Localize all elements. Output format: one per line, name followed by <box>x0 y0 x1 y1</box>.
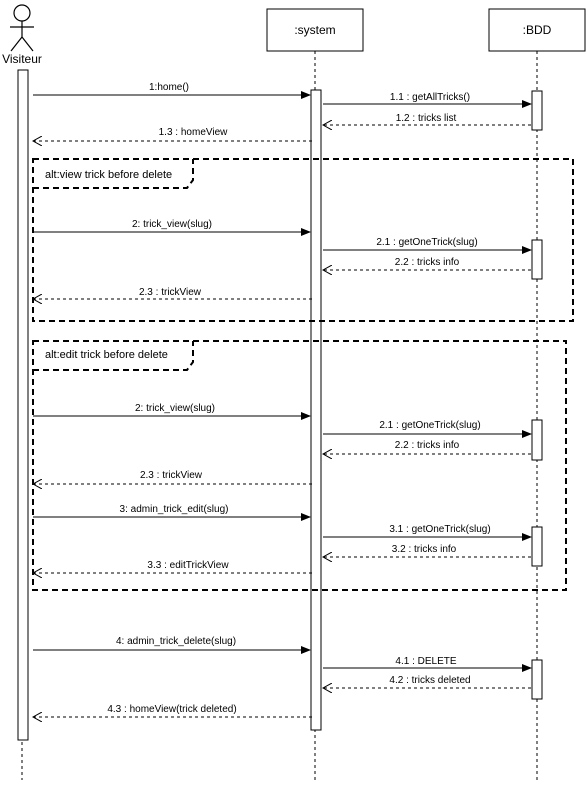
activation-bdd-3 <box>531 419 543 461</box>
activation-system <box>310 89 322 731</box>
participant-bdd: :BDD <box>488 8 586 52</box>
activation-bdd-4 <box>531 526 543 567</box>
svg-text:1:home(): 1:home() <box>149 82 189 93</box>
svg-text:3: admin_trick_edit(slug): 3: admin_trick_edit(slug) <box>120 504 229 515</box>
message-3-1-getonetrick: 3.1 : getOneTrick(slug) <box>323 524 532 541</box>
actor-label: Visiteur <box>2 52 42 66</box>
frame-alt-view: alt:view trick before delete <box>32 158 574 322</box>
svg-text:1.1 : getAllTricks(): 1.1 : getAllTricks() <box>390 92 470 103</box>
svg-text:4.1 : DELETE: 4.1 : DELETE <box>395 656 456 667</box>
message-2-1-getonetrick: 2.1 : getOneTrick(slug) <box>323 237 532 254</box>
message-1-1-getalltricks: 1.1 : getAllTricks() <box>323 92 532 108</box>
frame-edit-label: alt:edit trick before delete <box>45 349 168 361</box>
svg-text:3.1 : getOneTrick(slug): 3.1 : getOneTrick(slug) <box>389 524 490 535</box>
svg-text:4.2 : tricks deleted: 4.2 : tricks deleted <box>389 675 470 686</box>
message-1-home: 1:home() <box>33 82 311 99</box>
svg-text:2.3 : trickView: 2.3 : trickView <box>139 287 202 298</box>
svg-text:2.1 : getOneTrick(slug): 2.1 : getOneTrick(slug) <box>379 420 480 431</box>
svg-text:2: trick_view(slug): 2: trick_view(slug) <box>132 219 212 230</box>
message-2b-1-getonetrick: 2.1 : getOneTrick(slug) <box>323 420 532 438</box>
svg-text:1.2 : tricks list: 1.2 : tricks list <box>396 113 457 124</box>
frame-view-label: alt:view trick before delete <box>45 169 172 181</box>
svg-text:3.2 : tricks info: 3.2 : tricks info <box>392 544 457 555</box>
message-3-3-edittrickview: 3.3 : editTrickView <box>33 560 312 573</box>
svg-text:2.2 : tricks info: 2.2 : tricks info <box>395 440 460 451</box>
message-2b-trick-view: 2: trick_view(slug) <box>33 403 311 420</box>
message-2-3-trickview: 2.3 : trickView <box>33 287 312 299</box>
message-4-admin-trick-delete: 4: admin_trick_delete(slug) <box>33 636 311 654</box>
message-2-2-tricks-info: 2.2 : tricks info <box>323 257 531 270</box>
activation-visiteur <box>17 69 29 741</box>
svg-text:2.1 : getOneTrick(slug): 2.1 : getOneTrick(slug) <box>376 237 477 248</box>
svg-text:3.3 : editTrickView: 3.3 : editTrickView <box>147 560 229 571</box>
svg-text:2.2 : tricks info: 2.2 : tricks info <box>395 257 460 268</box>
activation-bdd-5 <box>531 659 543 700</box>
message-4-1-delete: 4.1 : DELETE <box>323 656 532 672</box>
message-3-2-tricks-info: 3.2 : tricks info <box>323 544 531 557</box>
activation-bdd-1 <box>531 90 543 131</box>
message-2b-2-tricks-info: 2.2 : tricks info <box>323 440 531 454</box>
participant-bdd-label: :BDD <box>523 23 552 37</box>
svg-text:1.3 : homeView: 1.3 : homeView <box>159 127 229 138</box>
message-2-trick-view: 2: trick_view(slug) <box>33 219 311 236</box>
participant-system: :system <box>266 8 364 52</box>
frame-alt-edit: alt:edit trick before delete <box>32 340 567 591</box>
svg-text:2.3 : trickView: 2.3 : trickView <box>140 470 203 481</box>
message-1-2-tricks-list: 1.2 : tricks list <box>323 113 531 125</box>
participant-system-label: :system <box>294 23 335 37</box>
actor-visiteur: Visiteur <box>2 4 42 66</box>
message-4-2-tricks-deleted: 4.2 : tricks deleted <box>323 675 531 688</box>
message-3-admin-trick-edit: 3: admin_trick_edit(slug) <box>33 504 311 521</box>
svg-text:4: admin_trick_delete(slug): 4: admin_trick_delete(slug) <box>116 636 236 647</box>
message-1-3-homeview: 1.3 : homeView <box>33 127 312 141</box>
activation-bdd-2 <box>531 239 543 280</box>
message-4-3-homeview-deleted: 4.3 : homeView(trick deleted) <box>33 704 312 717</box>
svg-text:2: trick_view(slug): 2: trick_view(slug) <box>135 403 215 414</box>
message-2b-3-trickview: 2.3 : trickView <box>33 470 312 484</box>
svg-text:4.3 : homeView(trick deleted): 4.3 : homeView(trick deleted) <box>107 704 236 715</box>
